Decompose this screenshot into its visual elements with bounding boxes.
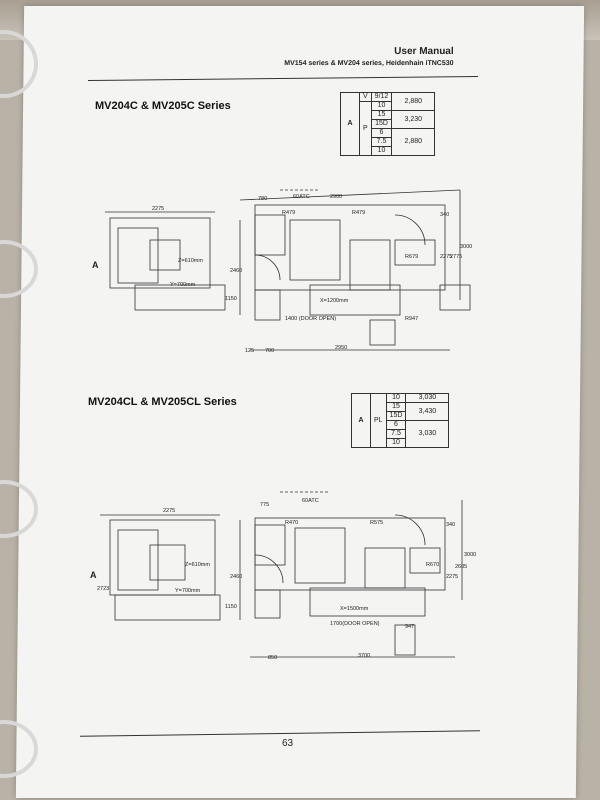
dim-label: 2723 [97, 586, 109, 592]
dim-label: 2275 [440, 254, 452, 260]
dim-label: 2275 [163, 508, 175, 514]
dim-label: R479 [352, 210, 365, 216]
dim-label: 700 [265, 348, 274, 354]
dim-label: 60ATC [302, 498, 319, 504]
dim-label: 947 [405, 624, 414, 630]
dim-label: 1700(DOOR OPEN) [330, 621, 380, 627]
dim-label: 3700 [358, 653, 370, 659]
dim-label: A [90, 570, 97, 580]
dim-label: 2900 [330, 194, 342, 200]
dim-label: Y=700mm [170, 282, 196, 288]
dim-label: 1400 (DOOR OPEN) [285, 316, 336, 322]
section-title: MV204CL & MV205CL Series [88, 396, 237, 408]
dim-label: 780 [258, 196, 267, 202]
dim-label: R470 [285, 520, 298, 526]
dim-label: 1150 [225, 604, 237, 610]
dim-label: 2275 [446, 574, 458, 580]
dim-label: Y=700mm [175, 588, 201, 594]
dim-label: 2275 [152, 206, 164, 212]
dim-label: R947 [405, 316, 418, 322]
dim-label: R679 [405, 254, 418, 260]
page-number: 63 [282, 738, 294, 749]
dim-label: 775 [260, 502, 269, 508]
dim-label: X=1500mm [340, 606, 369, 612]
dim-label: 60ATC [293, 194, 310, 200]
dim-label: 2950 [335, 345, 347, 351]
dim-label: 125 [245, 348, 254, 354]
section-title: MV204C & MV205C Series [95, 100, 231, 112]
dim-label: 340 [446, 522, 455, 528]
dim-label: 2460 [230, 574, 242, 580]
dim-label: 2775 [450, 254, 462, 260]
dim-label: R575 [370, 520, 383, 526]
dim-label: 850 [268, 655, 277, 661]
dim-label: 2460 [230, 268, 242, 274]
dim-label: Z=610mm [185, 562, 210, 568]
dim-label: R479 [282, 210, 295, 216]
dim-label: 3000 [464, 552, 476, 558]
dim-label: X=1200mm [320, 298, 349, 304]
dim-label: 2605 [455, 564, 467, 570]
dim-label: Z=610mm [178, 258, 203, 264]
dim-label: A [92, 260, 99, 270]
dim-label: 1150 [225, 296, 237, 302]
dim-label: 3000 [460, 244, 472, 250]
dim-label: R670 [426, 562, 439, 568]
dim-label: 340 [440, 212, 449, 218]
